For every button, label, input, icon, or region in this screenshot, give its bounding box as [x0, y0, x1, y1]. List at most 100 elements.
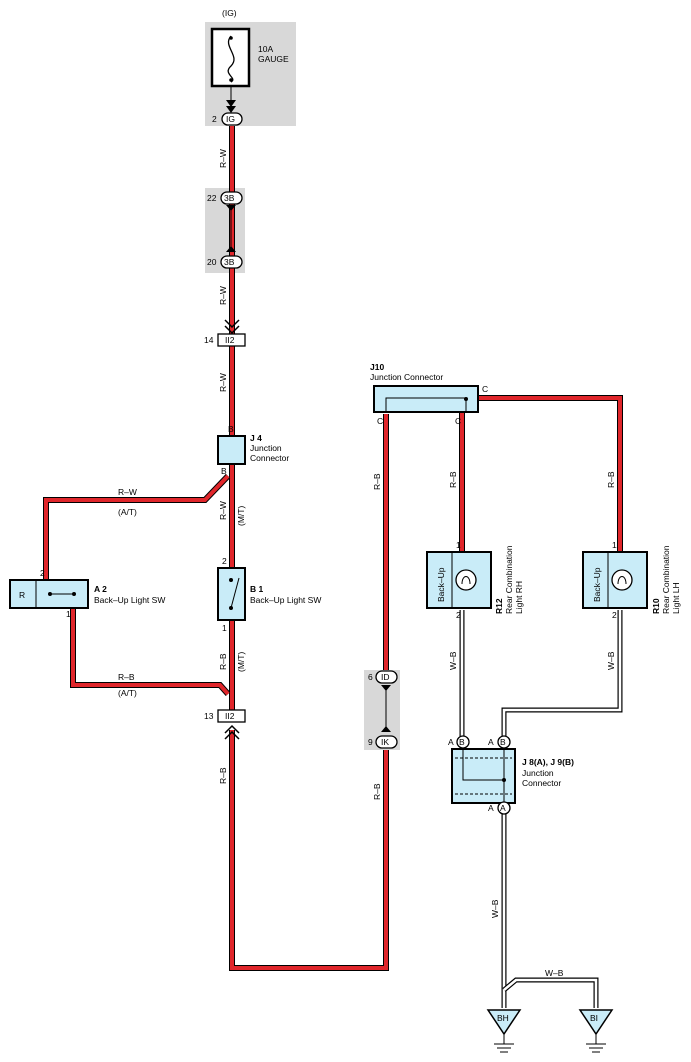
svg-text:Back–Up: Back–Up	[436, 567, 446, 602]
svg-text:1: 1	[66, 609, 71, 619]
svg-text:Back–Up Light SW: Back–Up Light SW	[250, 595, 321, 605]
svg-text:2: 2	[456, 610, 461, 620]
svg-text:Light LH: Light LH	[671, 582, 681, 614]
svg-text:W–B: W–B	[606, 651, 616, 670]
svg-text:R–W: R–W	[218, 373, 228, 392]
svg-text:ID: ID	[381, 672, 390, 682]
b1-backup-light-switch	[217, 567, 246, 621]
svg-text:R12: R12	[494, 598, 504, 614]
svg-text:R–B: R–B	[372, 783, 382, 800]
svg-text:J 8(A), J 9(B): J 8(A), J 9(B)	[522, 757, 574, 767]
svg-text:2: 2	[222, 556, 227, 566]
connector-ii2-top	[217, 333, 246, 347]
svg-text:A 2: A 2	[94, 584, 107, 594]
white-wires	[459, 610, 623, 1008]
svg-text:R–B: R–B	[448, 471, 458, 488]
svg-text:9: 9	[368, 737, 373, 747]
svg-text:1: 1	[222, 623, 227, 633]
svg-text:II2: II2	[225, 711, 235, 721]
svg-text:6: 6	[368, 672, 373, 682]
svg-text:R–B: R–B	[218, 653, 228, 670]
svg-text:A: A	[448, 737, 454, 747]
svg-text:B: B	[221, 466, 227, 476]
connector-ig	[221, 112, 243, 126]
svg-text:Junction Connector: Junction Connector	[370, 372, 443, 382]
svg-text:Rear Combination: Rear Combination	[661, 545, 671, 614]
svg-text:1: 1	[456, 540, 461, 550]
fuse-icon	[227, 35, 235, 83]
svg-text:A: A	[488, 737, 494, 747]
svg-text:3B: 3B	[224, 257, 235, 267]
svg-text:BI: BI	[590, 1013, 598, 1023]
bulb-icon	[611, 569, 633, 591]
svg-text:Back–Up: Back–Up	[592, 567, 602, 602]
svg-text:3B: 3B	[224, 193, 235, 203]
connector-ik	[375, 735, 398, 749]
svg-text:W–B: W–B	[490, 899, 500, 918]
svg-text:Junction: Junction	[250, 443, 282, 453]
svg-text:IG: IG	[226, 114, 235, 124]
ground-bi: BI	[578, 1009, 614, 1053]
svg-text:W–B: W–B	[448, 651, 458, 670]
connector-3b-bottom	[220, 255, 243, 269]
svg-text:Connector: Connector	[250, 453, 289, 463]
svg-text:20: 20	[207, 257, 217, 267]
r12-rear-combination-light-rh	[426, 551, 492, 609]
svg-text:1: 1	[612, 540, 617, 550]
svg-text:R–W: R–W	[218, 286, 228, 305]
j10-junction-connector	[373, 385, 479, 413]
svg-text:(A/T): (A/T)	[118, 688, 137, 698]
svg-text:B: B	[228, 424, 234, 434]
ground-bh: BH	[486, 1009, 522, 1053]
svg-text:A: A	[500, 803, 506, 813]
connector-id	[375, 670, 398, 684]
svg-text:W–B: W–B	[545, 968, 564, 978]
svg-text:2: 2	[612, 610, 617, 620]
svg-text:Junction: Junction	[522, 768, 554, 778]
j4-junction-connector	[217, 435, 246, 465]
svg-text:Rear Combination: Rear Combination	[504, 545, 514, 614]
svg-text:C: C	[482, 384, 488, 394]
svg-text:R: R	[19, 590, 25, 600]
svg-text:J 4: J 4	[250, 433, 262, 443]
svg-text:R–B: R–B	[372, 473, 382, 490]
svg-text:BH: BH	[497, 1013, 509, 1023]
svg-text:R–W: R–W	[218, 501, 228, 520]
svg-text:Light RH: Light RH	[514, 581, 524, 614]
svg-text:B 1: B 1	[250, 584, 264, 594]
r10-rear-combination-light-lh	[582, 551, 648, 609]
fuse-name: GAUGE	[258, 54, 289, 64]
ig-label: (IG)	[222, 8, 237, 18]
svg-text:A: A	[488, 803, 494, 813]
svg-text:2: 2	[40, 568, 45, 578]
j8-j9-junction-connector	[451, 748, 516, 804]
svg-text:R–W: R–W	[218, 149, 228, 168]
ig-arrow-icon	[226, 100, 236, 107]
svg-text:IK: IK	[381, 737, 389, 747]
svg-text:(M/T): (M/T)	[236, 652, 246, 672]
svg-text:II2: II2	[225, 335, 235, 345]
red-wires	[43, 126, 623, 971]
bulb-icon	[455, 569, 477, 591]
svg-text:Back–Up Light SW: Back–Up Light SW	[94, 595, 165, 605]
svg-text:B: B	[500, 737, 506, 747]
svg-text:Connector: Connector	[522, 778, 561, 788]
svg-text:2: 2	[212, 114, 217, 124]
svg-text:R–B: R–B	[218, 767, 228, 784]
svg-text:R–B: R–B	[118, 672, 135, 682]
svg-text:14: 14	[204, 335, 214, 345]
svg-text:J10: J10	[370, 362, 384, 372]
svg-text:22: 22	[207, 193, 217, 203]
svg-text:C: C	[377, 416, 383, 426]
fuse-amp: 10A	[258, 44, 273, 54]
svg-text:R10: R10	[651, 598, 661, 614]
connector-3b-top	[220, 191, 243, 205]
svg-text:R–W: R–W	[118, 487, 137, 497]
svg-text:C: C	[455, 416, 461, 426]
svg-text:(M/T): (M/T)	[236, 506, 246, 526]
svg-text:13: 13	[204, 711, 214, 721]
svg-text:(A/T): (A/T)	[118, 507, 137, 517]
connector-ii2-bottom	[217, 709, 246, 723]
svg-text:R–B: R–B	[606, 471, 616, 488]
